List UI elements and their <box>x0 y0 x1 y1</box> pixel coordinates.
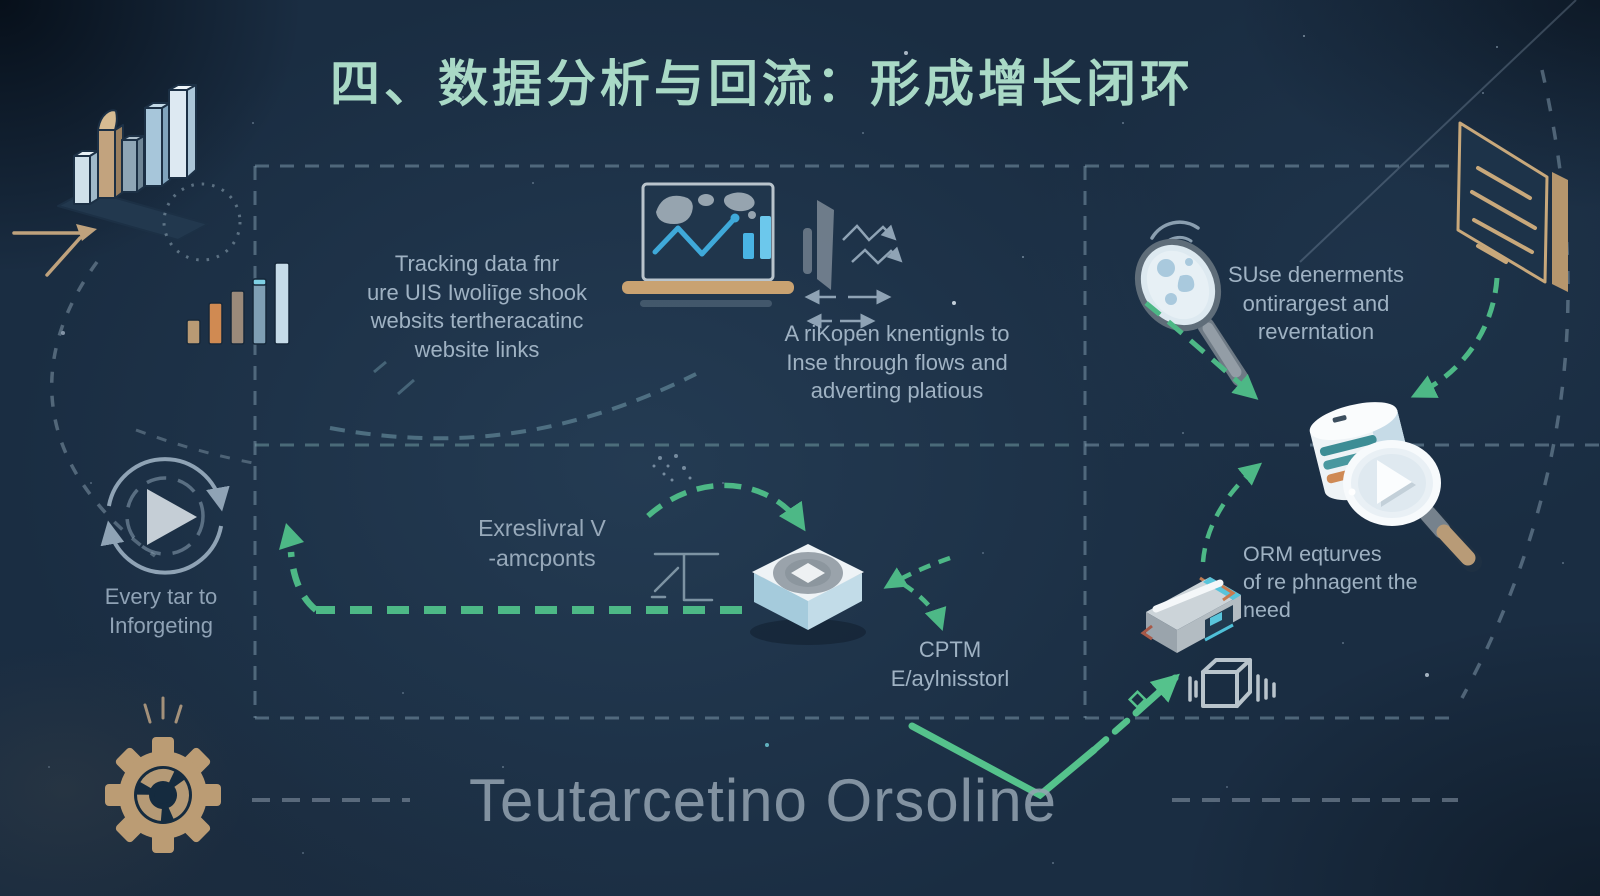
checkmark-arrow <box>908 673 1180 800</box>
right-edge-arc <box>1299 0 1577 699</box>
database-search-icon <box>1309 402 1482 572</box>
page-title: 四、数据分析与回流：形成增长闭环 <box>330 56 1194 112</box>
orm-label: ORM eqturves of re phnagent the need <box>1243 542 1418 622</box>
dotted-circle <box>162 182 242 262</box>
growth-arrow-icon <box>12 224 97 277</box>
segments-label: SUse denerments ontirargest and revernta… <box>1227 262 1405 345</box>
loop-back-arrow <box>279 523 742 614</box>
loop-play-icon <box>100 457 230 575</box>
device-module-icon <box>1140 577 1241 653</box>
loop-label: Every tar to Inforgeting <box>104 584 218 638</box>
left-dashed-curve <box>50 260 259 558</box>
document-icon <box>1456 121 1568 292</box>
sketch-glyph <box>650 552 720 602</box>
retarget-arrow <box>1410 277 1500 398</box>
speckle-cluster <box>652 454 692 482</box>
bar-chart-3d-icon <box>57 84 209 241</box>
zigzag-arrows-icon <box>803 200 903 329</box>
green-arc-arrow <box>646 482 806 532</box>
cube-button-icon <box>750 544 866 645</box>
funnel-label: A riKopen knentignls to Inse through flo… <box>784 321 1010 404</box>
tracking-label: Tracking data fnr ure UIS Iwoliīge shook… <box>366 251 588 362</box>
wireframe-cube-icon <box>1188 658 1276 708</box>
experiments-label: Exreslivral V -amcponts <box>478 515 606 572</box>
footer-watermark: Teutarcetino Orsoline <box>469 767 1057 834</box>
cptm-label: CPTM E/aylnisstorl <box>890 637 1010 691</box>
cube-flow-arrows <box>883 555 951 631</box>
search-to-db-arrow <box>1144 301 1259 400</box>
flow-dashed-curve <box>329 360 697 441</box>
mini-bar-chart-icon <box>186 262 290 345</box>
magnifier-radar-icon <box>1134 220 1249 387</box>
panel-grid <box>253 164 1600 720</box>
gear-icon <box>105 696 221 853</box>
laptop-analytics-icon <box>622 182 794 307</box>
